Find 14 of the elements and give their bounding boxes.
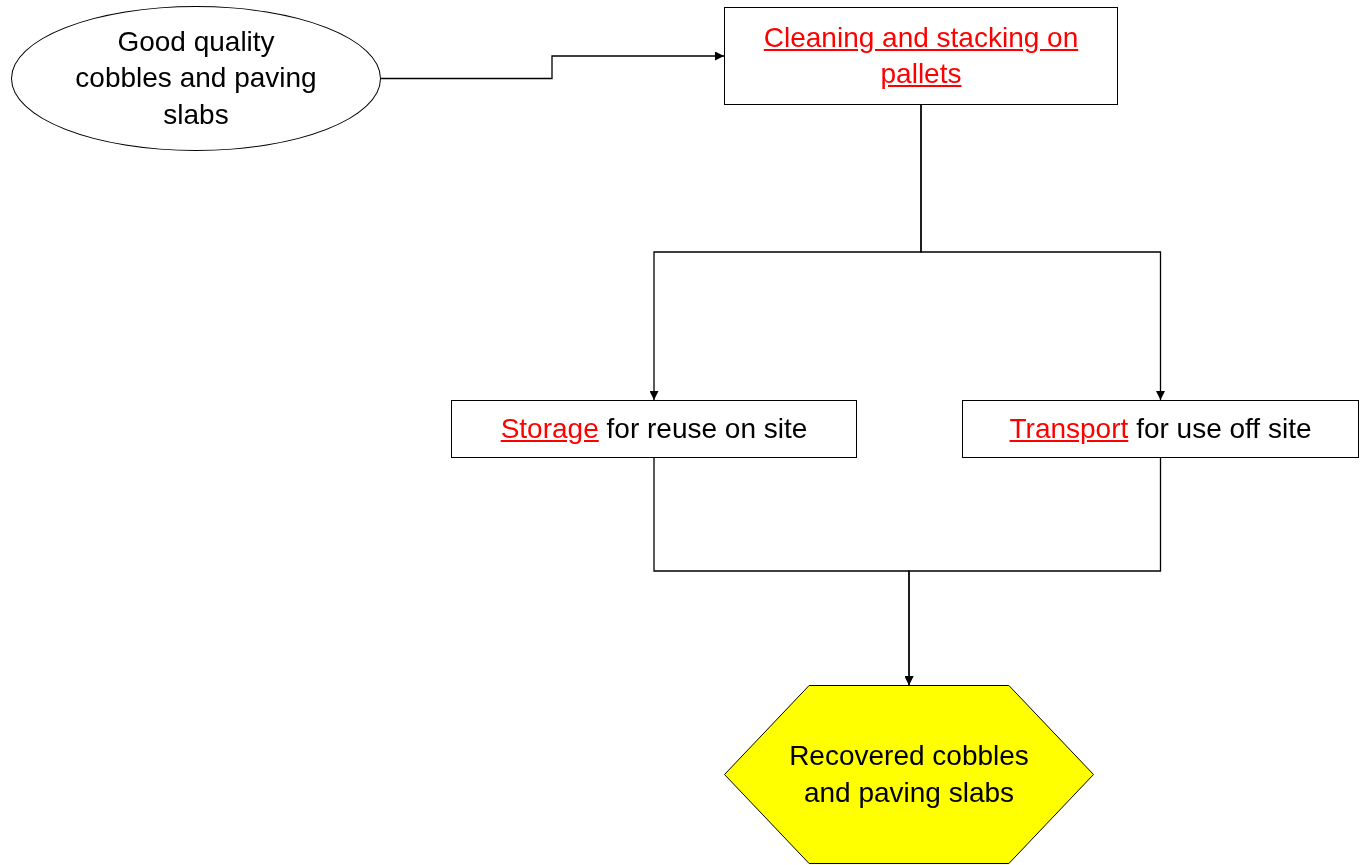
link-text: Cleaning and stacking on pallets [762, 20, 1080, 91]
node-label: for use off site [1136, 412, 1312, 444]
connector-arrow [904, 457, 1162, 686]
link-text: Storage [500, 412, 599, 444]
node-label: Good quality cobbles and paving slabs [74, 24, 318, 132]
connector-arrow [380, 51, 725, 80]
process-box [962, 400, 1359, 458]
process-box [724, 7, 1118, 105]
node-label: Recovered cobbles and paving slabs [788, 739, 1030, 810]
node-label: for reuse on site [606, 412, 808, 444]
process-box [451, 400, 857, 458]
link-text: Transport [1009, 412, 1129, 444]
end-hexagon [724, 685, 1094, 864]
connector-arrow [920, 104, 1165, 401]
